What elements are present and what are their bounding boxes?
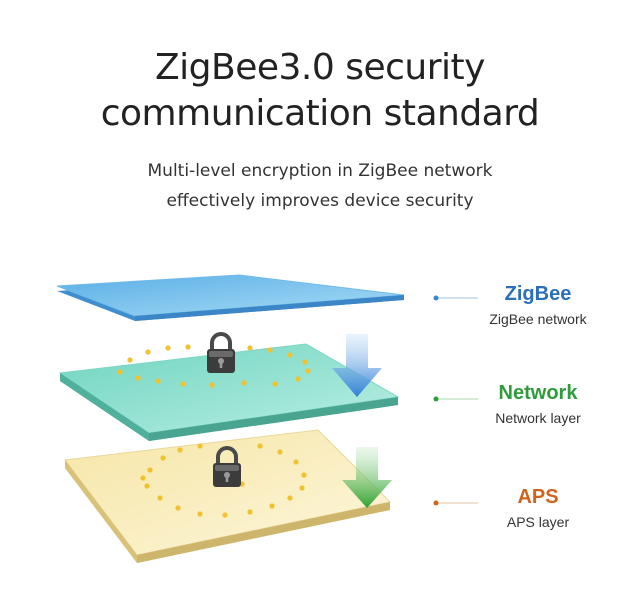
layer-caption-zigbee: ZigBee network	[458, 311, 618, 327]
zigbee-plane	[57, 275, 404, 321]
layer-name-zigbee: ZigBee	[458, 283, 618, 306]
layer-name-aps: APS	[458, 486, 618, 509]
layer-name-network: Network	[458, 382, 618, 405]
padlock-icon	[207, 334, 235, 373]
layer-caption-network: Network layer	[458, 410, 618, 426]
layer-caption-aps: APS layer	[458, 514, 618, 530]
